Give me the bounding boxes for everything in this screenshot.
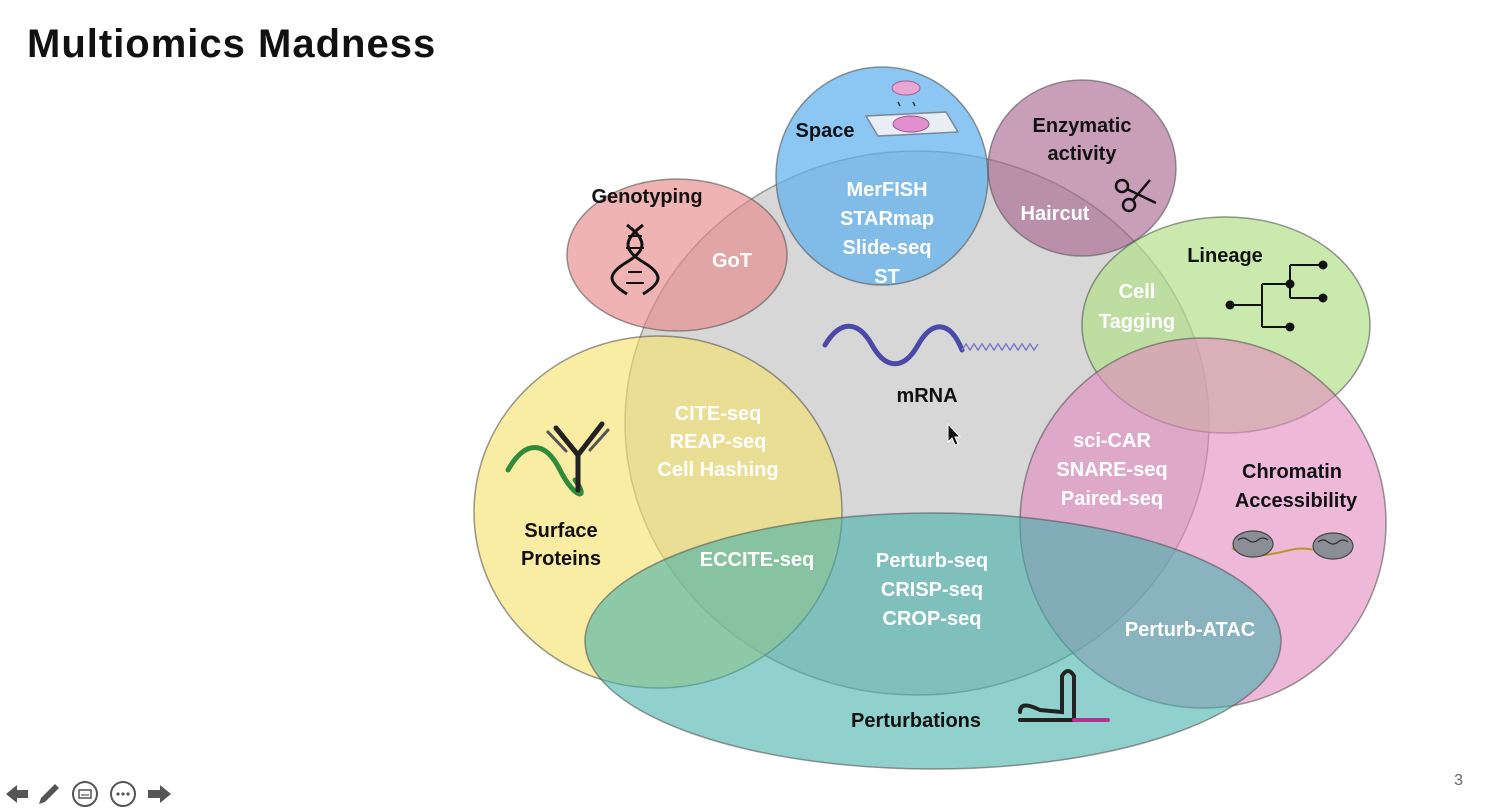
- space-method: ST: [874, 266, 900, 288]
- sgrna-hairpin-icon: [1018, 669, 1110, 722]
- perturb-atac-method: Perturb-ATAC: [1125, 619, 1255, 641]
- surface-proteins-label: Proteins: [521, 548, 601, 570]
- mrna-squiggle-icon: [822, 323, 1039, 367]
- genotyping-circle: [566, 178, 788, 332]
- arrow-right-icon: [148, 785, 171, 803]
- slide-title: Multiomics Madness: [27, 22, 437, 66]
- enzymatic-circle: [987, 79, 1177, 257]
- antibody-icon: [505, 421, 610, 497]
- dna-helix-icon: [610, 223, 660, 296]
- haircut-method: Haircut: [1021, 203, 1090, 225]
- nucleosome-icon: [1231, 530, 1354, 560]
- chromatin-label: Chromatin: [1242, 461, 1342, 483]
- pencil-icon: [39, 784, 59, 804]
- chromatin-method: sci-CAR: [1073, 430, 1151, 452]
- perturbation-method: CRISP-seq: [881, 579, 983, 601]
- scissors-icon: [1114, 178, 1157, 213]
- perturbations-circle: [584, 512, 1282, 770]
- chromatin-method: SNARE-seq: [1056, 459, 1167, 481]
- lineage-label: Lineage: [1187, 245, 1263, 267]
- enzymatic-label: Enzymatic: [1033, 115, 1132, 137]
- cell-tagging-method: Cell: [1119, 281, 1156, 303]
- space-method: STARmap: [840, 208, 934, 230]
- surface-method: Cell Hashing: [657, 459, 778, 481]
- surface-proteins-label: Surface: [524, 520, 597, 542]
- presentation-toolbar: [0, 778, 180, 810]
- chromatin-label: Accessibility: [1235, 490, 1358, 512]
- cell-tagging-method: Tagging: [1099, 311, 1175, 333]
- mrna-label: mRNA: [896, 385, 957, 407]
- chromatin-method: Paired-seq: [1061, 488, 1163, 510]
- more-options-icon: [110, 781, 136, 807]
- enzymatic-label: activity: [1048, 143, 1118, 165]
- previous-slide-button[interactable]: [0, 778, 34, 810]
- tissue-slide-icon: [864, 80, 960, 137]
- arrow-left-icon: [6, 785, 28, 803]
- pen-tool-button[interactable]: [32, 778, 66, 810]
- perturbation-method: Perturb-seq: [876, 550, 988, 572]
- next-slide-button[interactable]: [142, 778, 176, 810]
- space-label: Space: [796, 120, 855, 142]
- eccite-seq-method: ECCITE-seq: [700, 549, 814, 571]
- surface-method: REAP-seq: [670, 431, 767, 453]
- got-method: GoT: [712, 250, 752, 272]
- lineage-tree-icon: [1225, 260, 1328, 332]
- subtitles-icon: [72, 781, 98, 807]
- mouse-cursor-icon: [947, 422, 962, 446]
- surface-method: CITE-seq: [675, 403, 762, 425]
- perturbations-label: Perturbations: [851, 710, 981, 732]
- perturbation-method: CROP-seq: [883, 608, 982, 630]
- page-number: 3: [1454, 772, 1463, 789]
- subtitles-button[interactable]: [68, 778, 102, 810]
- space-method: MerFISH: [846, 179, 927, 201]
- space-method: Slide-seq: [843, 237, 932, 259]
- genotyping-label: Genotyping: [591, 186, 702, 208]
- more-options-button[interactable]: [106, 778, 140, 810]
